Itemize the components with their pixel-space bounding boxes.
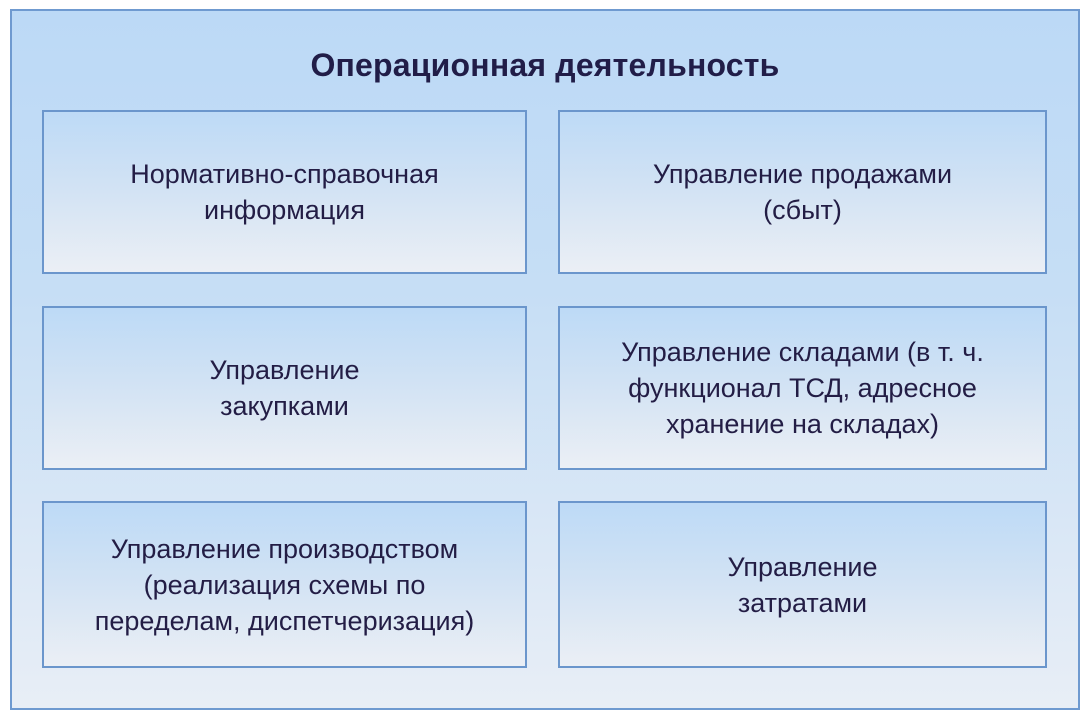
box-label: Управление закупками — [209, 355, 360, 421]
box-label: Управление затратами — [727, 551, 878, 618]
box-label: Управление складами (в т. ч. функционал … — [621, 337, 984, 439]
box-production-management: Управление производством (реализация схе… — [42, 501, 527, 668]
box-purchasing-management: Управление закупками — [42, 306, 527, 470]
diagram-title: Операционная деятельность — [310, 47, 780, 83]
box-sales-management: Управление продажами (сбыт) — [558, 110, 1047, 274]
box-label: Управление продажами (сбыт) — [652, 159, 953, 225]
box-label: Нормативно-справочная информация — [130, 159, 439, 225]
box-warehouse-management: Управление складами (в т. ч. функционал … — [558, 306, 1047, 470]
box-label: Управление производством (реализация схе… — [94, 533, 475, 636]
box-cost-management: Управление затратами — [558, 501, 1047, 668]
box-reference-data: Нормативно-справочная информация — [42, 110, 527, 274]
